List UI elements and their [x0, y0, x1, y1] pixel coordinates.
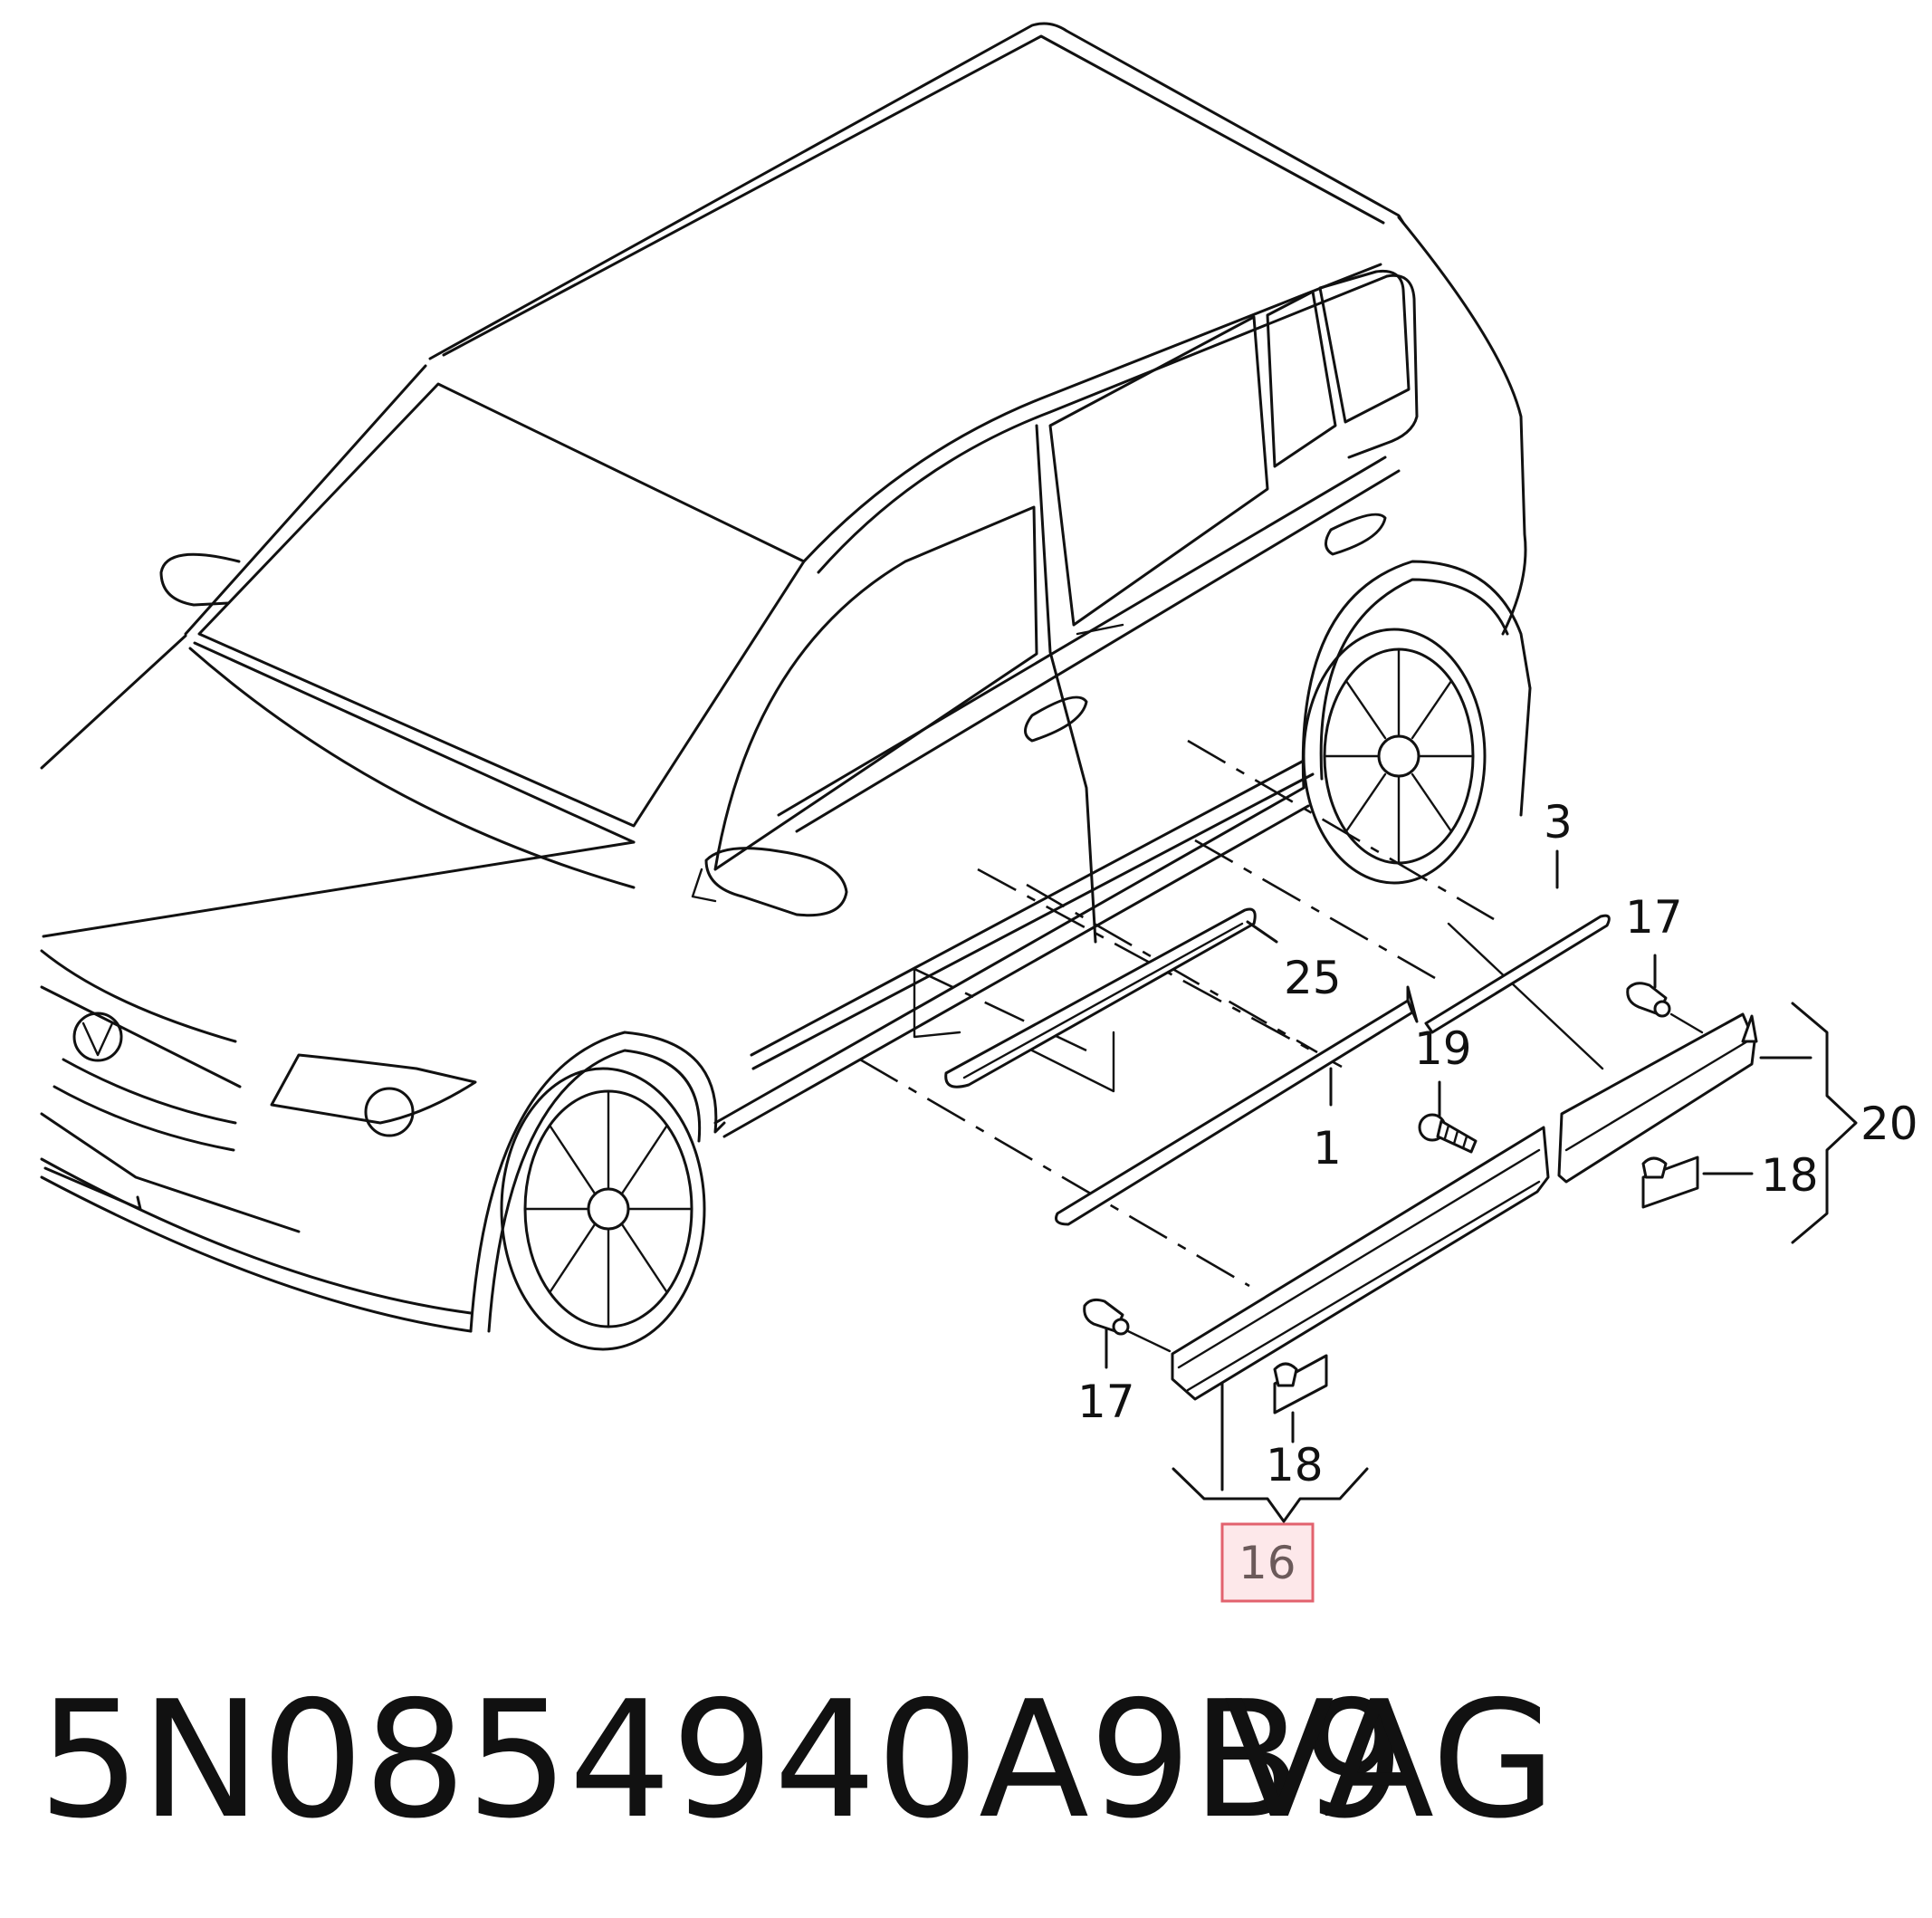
clip-17-lower	[1083, 1298, 1172, 1369]
callout-19[interactable]: 19	[1414, 1022, 1472, 1075]
callout-20[interactable]: 20	[1860, 1098, 1918, 1150]
callout-16: 16	[1239, 1537, 1296, 1589]
callout-25[interactable]: 25	[1284, 952, 1342, 1004]
part-25-trim-strip	[944, 907, 1278, 1088]
callout-17-upper[interactable]: 17	[1625, 891, 1683, 944]
callout-1[interactable]: 1	[1313, 1122, 1342, 1175]
bracket-16	[1172, 1467, 1369, 1523]
part-16-sill-moulding	[1171, 1126, 1550, 1491]
highlight-box	[1220, 1522, 1315, 1603]
callout-16-highlight[interactable]: 16	[1220, 1522, 1315, 1603]
part-number: 5N0854940A9B9	[38, 1666, 1405, 1854]
callout-18-upper[interactable]: 18	[1761, 1149, 1819, 1202]
callout-17-lower[interactable]: 17	[1077, 1376, 1135, 1428]
clip-17-upper	[1626, 954, 1704, 1034]
vehicle-illustration	[40, 22, 1532, 1351]
screw-19	[1418, 1080, 1478, 1154]
callout-18-lower[interactable]: 18	[1266, 1439, 1324, 1491]
part-20-rear-moulding	[1557, 1012, 1812, 1184]
clip-18-lower	[1273, 1354, 1328, 1443]
clip-18-upper	[1641, 1156, 1754, 1209]
part-1-door-moulding	[1055, 985, 1419, 1226]
part-3-trim-strip	[1424, 849, 1611, 1034]
brand-name: VAG	[1224, 1666, 1556, 1854]
bracket-20	[1791, 1002, 1858, 1244]
callout-3[interactable]: 3	[1544, 796, 1573, 849]
